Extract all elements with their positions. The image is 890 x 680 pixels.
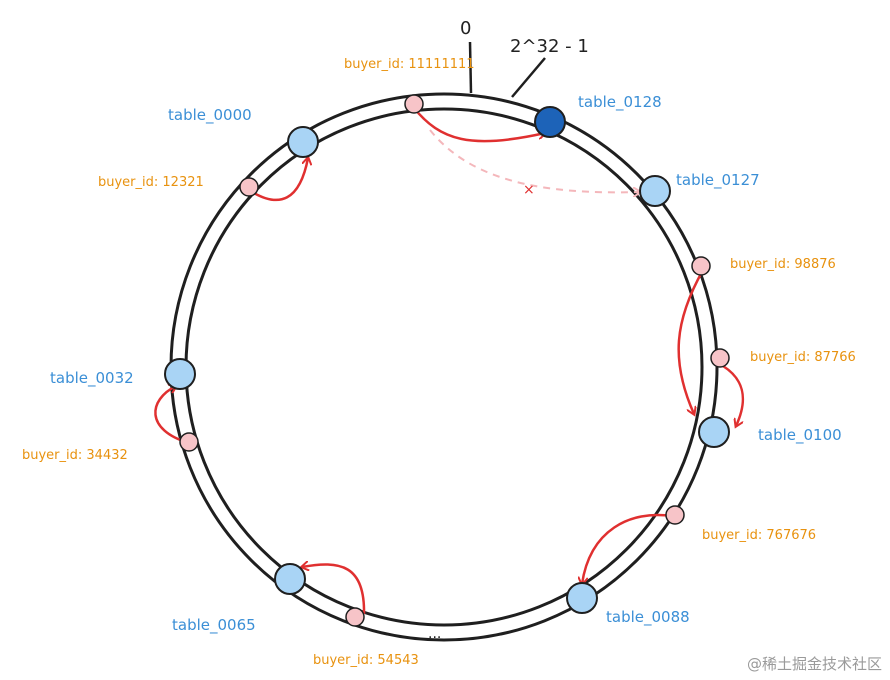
watermark: @稀土掘金技术社区 <box>746 655 882 673</box>
buyer-label-34432: buyer_id: 34432 <box>22 448 128 463</box>
buyer-label-12321: buyer_id: 12321 <box>98 175 204 190</box>
buyer-label-98876: buyer_id: 98876 <box>730 257 836 272</box>
arrow-98876-to-0100 <box>677 269 705 414</box>
arrow-12321-to-0000 <box>248 158 308 202</box>
max-label: 2^32 - 1 <box>510 36 589 57</box>
buyer-node-11111111 <box>404 94 424 114</box>
buyer-label-54543: buyer_id: 54543 <box>313 653 419 668</box>
arrow-54543-to-0065 <box>302 564 366 615</box>
table-node-0100 <box>698 416 730 448</box>
arrow-767676-to-0088 <box>582 513 673 584</box>
hash-ring-inner <box>184 107 704 627</box>
buyer-node-34432 <box>179 432 199 452</box>
arrow-111-to-0128 <box>413 107 545 143</box>
buyer-label-87766: buyer_id: 87766 <box>750 350 856 365</box>
table-node-0000 <box>287 126 319 158</box>
reject-cross: × <box>523 182 535 198</box>
buyer-node-12321 <box>239 177 259 197</box>
buyer-node-767676 <box>665 505 685 525</box>
table-node-0088 <box>566 582 598 614</box>
buyer-node-98876 <box>691 256 711 276</box>
buyer-label-11111111: buyer_id: 11111111 <box>344 57 475 72</box>
arrow-87766-to-0100 <box>722 364 745 426</box>
buyer-label-767676: buyer_id: 767676 <box>702 528 816 543</box>
zero-tick <box>468 41 473 94</box>
table-node-0032 <box>164 358 196 390</box>
table-label-0065: table_0065 <box>172 616 256 635</box>
table-label-0127: table_0127 <box>676 171 760 190</box>
table-label-0000: table_0000 <box>168 106 252 125</box>
arrow-34432-to-0032 <box>154 386 190 445</box>
zero-label: 0 <box>460 18 471 39</box>
table-label-0100: table_0100 <box>758 426 842 445</box>
table-node-0127 <box>639 175 671 207</box>
hash-ring-outer <box>169 92 719 642</box>
table-node-0065 <box>274 563 306 595</box>
table-label-0032: table_0032 <box>50 369 134 388</box>
buyer-node-87766 <box>710 348 730 368</box>
ring-ellipsis: ... <box>428 626 441 642</box>
buyer-node-54543 <box>345 607 365 627</box>
max-pointer <box>511 57 546 98</box>
table-node-0128 <box>534 106 566 138</box>
table-label-0088: table_0088 <box>606 608 690 627</box>
table-label-0128: table_0128 <box>578 93 662 112</box>
